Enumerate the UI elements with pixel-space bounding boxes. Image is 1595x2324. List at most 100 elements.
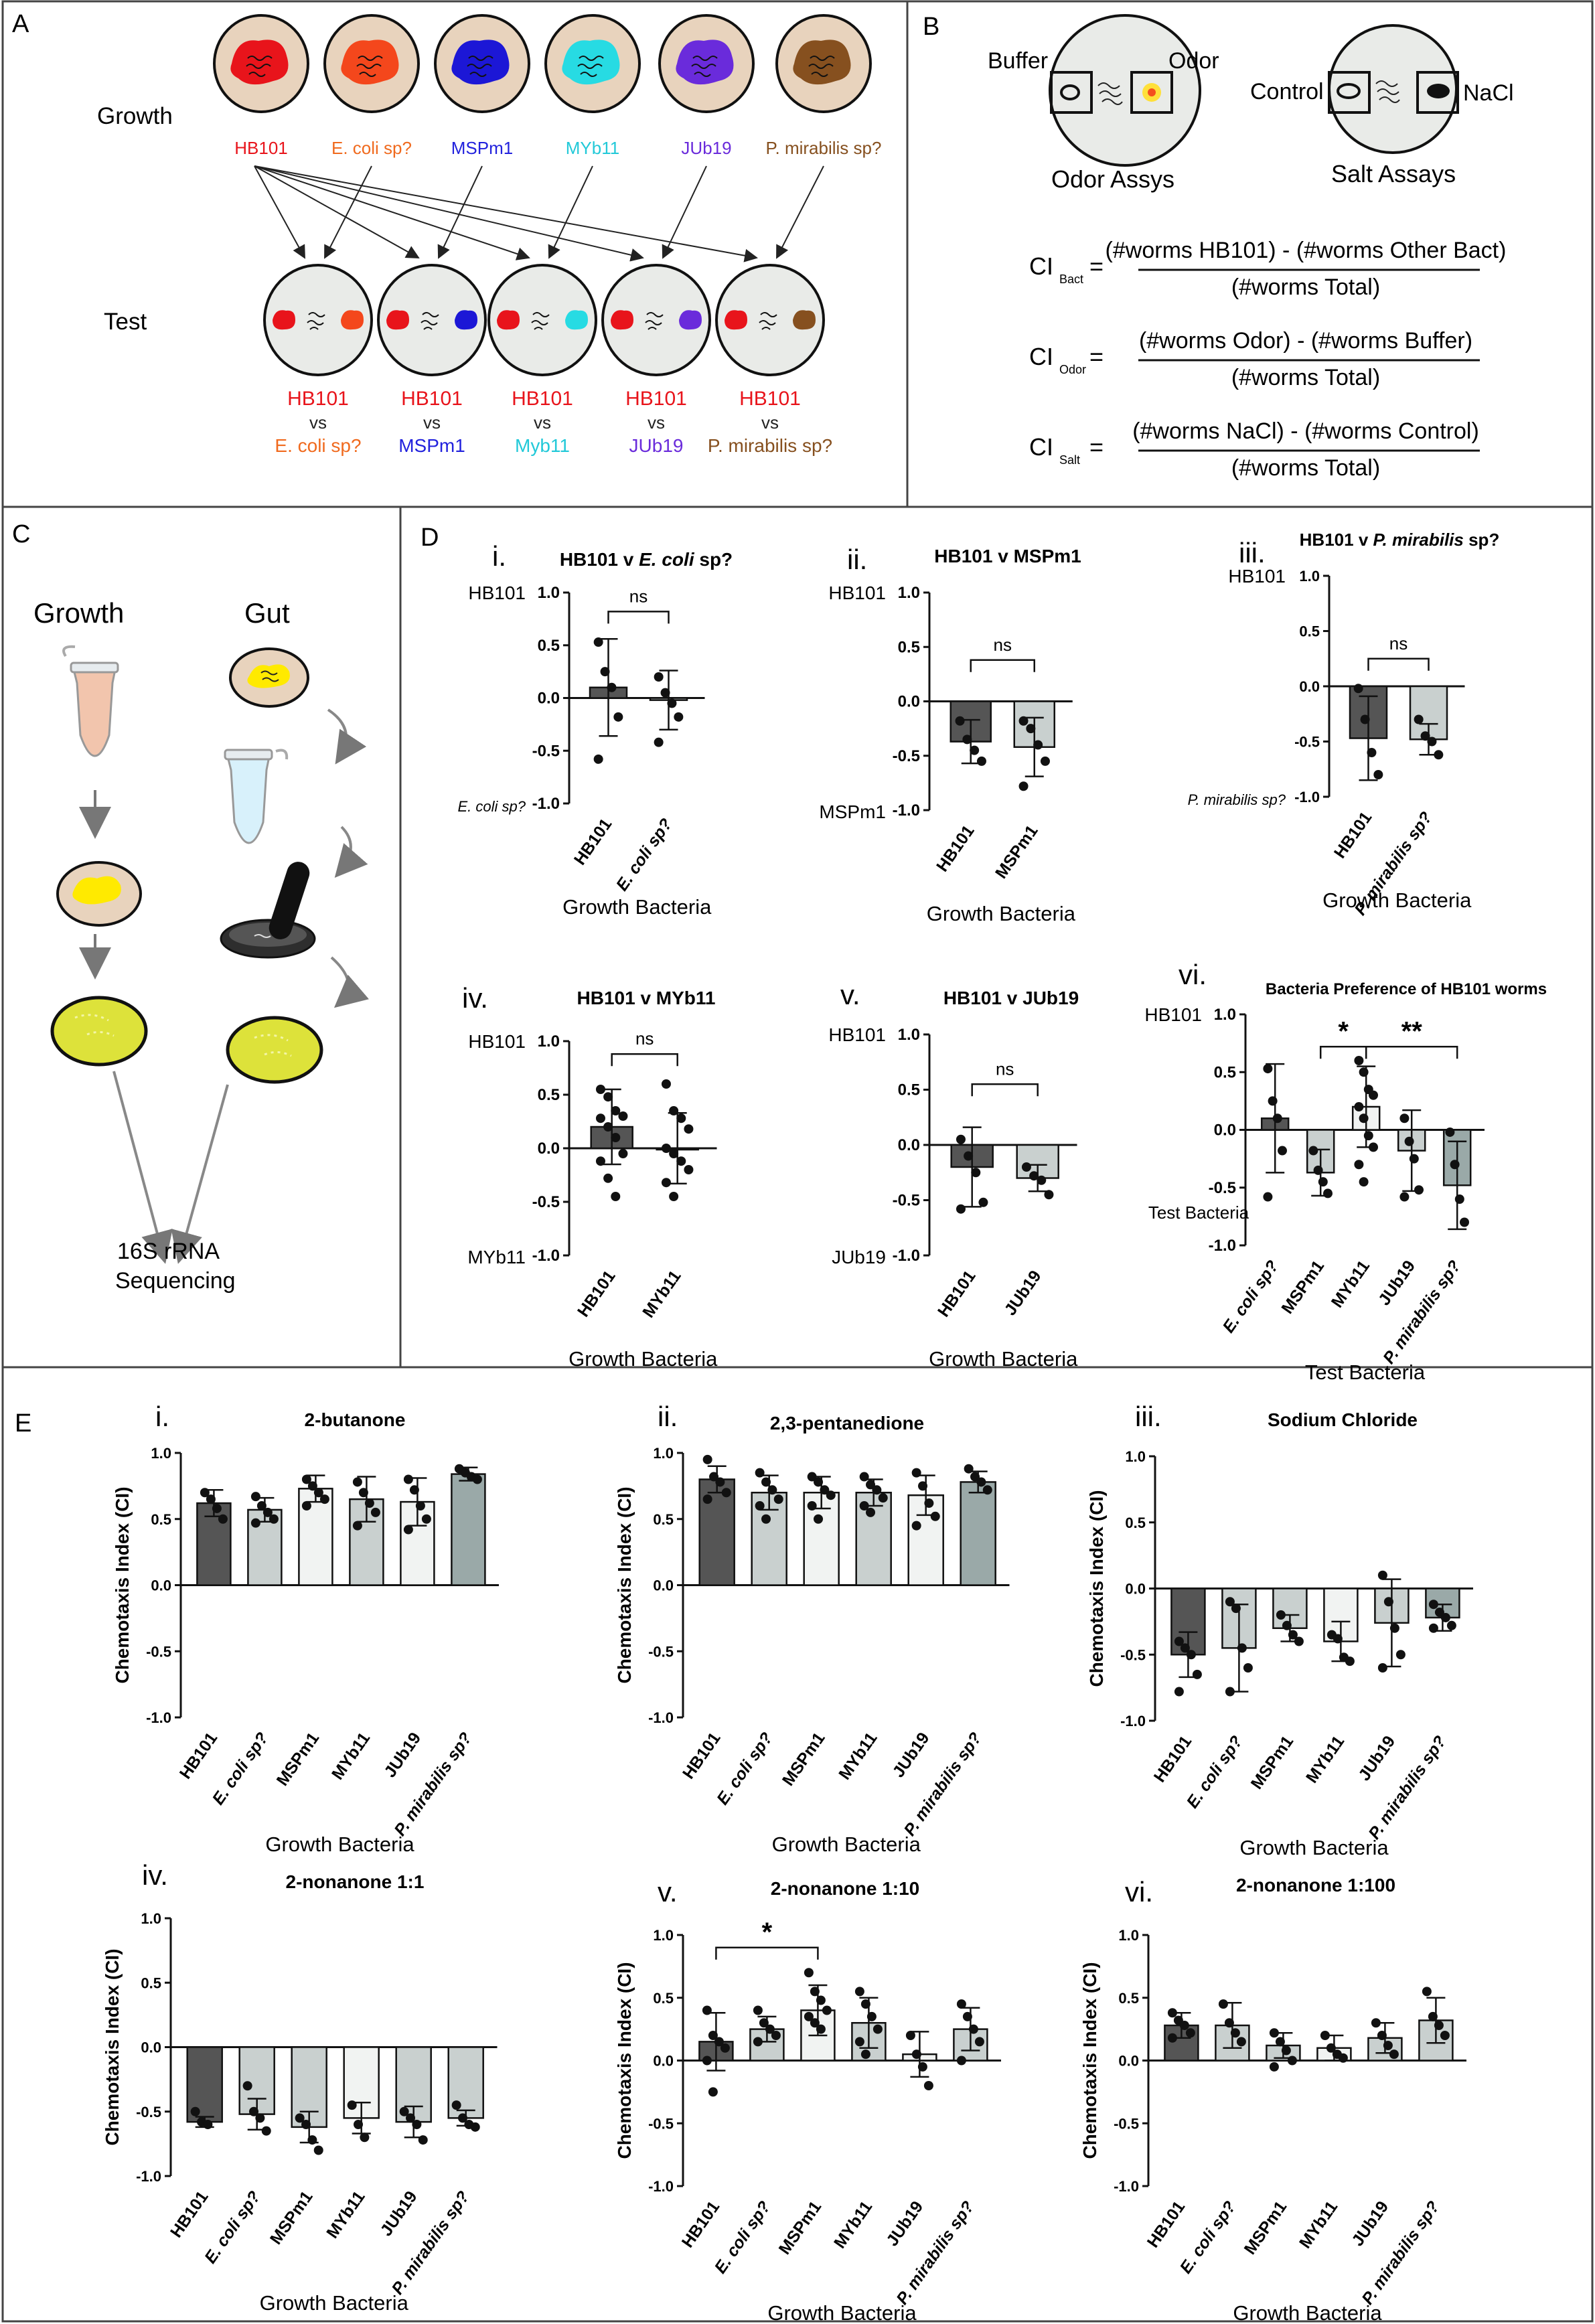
data-point — [721, 1488, 731, 1498]
y-tick-label: 1.0 — [1118, 1927, 1139, 1944]
y-tick-label: -1.0 — [1294, 789, 1320, 805]
data-point — [859, 1501, 869, 1510]
y-tick-label: -0.5 — [146, 1643, 171, 1660]
data-point — [753, 2005, 763, 2015]
x-tick-label: HB101 — [1331, 808, 1376, 862]
data-point — [930, 1511, 940, 1521]
test-bottom-label: MSPm1 — [398, 435, 465, 456]
data-point — [968, 2024, 978, 2034]
data-point — [1243, 1663, 1253, 1673]
data-point — [595, 1085, 605, 1094]
bacteria-lawn — [676, 40, 734, 85]
data-point — [1276, 1610, 1286, 1620]
arrow-icon — [254, 165, 305, 259]
data-point — [1308, 1146, 1318, 1156]
arrow-icon — [437, 165, 483, 259]
x-tick-label: HB101 — [933, 822, 978, 875]
data-point — [814, 1477, 824, 1487]
test-bottom-label: JUb19 — [629, 435, 684, 456]
y-tick-label: 0.0 — [151, 1577, 171, 1594]
data-point — [1434, 2021, 1444, 2030]
data-point — [911, 1521, 921, 1531]
data-point — [249, 2106, 259, 2116]
buffer-label: Buffer — [988, 48, 1048, 74]
y-tick-label: -1.0 — [1209, 1237, 1236, 1255]
data-point — [814, 1514, 824, 1524]
significance-label: * — [762, 1918, 773, 1947]
bar — [291, 2046, 327, 2128]
x-tick-label: MYb11 — [328, 1729, 374, 1783]
data-point — [1383, 2041, 1393, 2050]
data-point — [1275, 2037, 1285, 2047]
x-tick-label: HB101 — [571, 815, 616, 868]
data-point — [1192, 1669, 1202, 1679]
data-point — [307, 1481, 317, 1491]
data-point — [1318, 1177, 1328, 1187]
chart-d-ii: ii.HB101 v MSPm11.00.50.0-0.5-1.0HB101MS… — [819, 544, 1081, 925]
data-point — [654, 737, 664, 747]
data-point — [1040, 756, 1050, 766]
data-point — [1377, 2031, 1387, 2040]
y-tick-label: -1.0 — [532, 1247, 560, 1265]
data-point — [1294, 1636, 1304, 1646]
data-point — [256, 1501, 267, 1510]
chart-e-vi: vi.2-nonanone 1:1001.00.50.0-0.5-1.0Chem… — [1079, 1875, 1466, 2324]
plate-icon — [715, 264, 825, 376]
data-point — [412, 2120, 422, 2129]
data-point — [313, 2145, 323, 2155]
x-tick-label: MYb11 — [1296, 2197, 1341, 2252]
y-tick-label: 0.5 — [898, 638, 920, 656]
data-point — [470, 2122, 480, 2132]
data-point — [1018, 716, 1029, 726]
arrow-icon — [324, 165, 372, 259]
data-point — [1363, 1131, 1373, 1141]
data-point — [878, 1493, 888, 1503]
y-axis-label: Chemotaxis Index (CI) — [614, 1962, 635, 2159]
worms-icon — [808, 56, 835, 77]
test-row-label: Test — [104, 309, 147, 335]
chart-title-italic: P. mirabilis — [1373, 530, 1464, 550]
data-point — [1029, 1171, 1039, 1181]
y-tick-label: 0.5 — [1214, 1063, 1236, 1081]
data-point — [667, 698, 677, 708]
y-tick-label: -0.5 — [532, 742, 560, 760]
chart-area: i.HB101 v E. coli sp?1.00.50.0-0.5-1.0HB… — [102, 530, 1547, 2324]
x-tick-label: JUb19 — [1001, 1267, 1045, 1319]
data-point — [684, 1124, 694, 1134]
data-point — [593, 754, 603, 764]
chart-title-text: Bacteria Preference of HB101 worms — [1266, 980, 1547, 998]
data-point — [860, 2049, 870, 2060]
y-axis-bottom-label: E. coli sp? — [458, 798, 526, 815]
data-point — [1281, 2045, 1291, 2056]
x-tick-label: JUb19 — [380, 1729, 425, 1781]
growth-plate-2: MSPm1 — [434, 14, 530, 158]
data-point — [1230, 2028, 1240, 2038]
odor-assay-plate: Buffer Odor Odor Assys — [988, 14, 1219, 193]
data-point — [1288, 1630, 1298, 1640]
data-point — [1445, 1127, 1455, 1137]
data-point — [600, 667, 610, 677]
data-point — [370, 1507, 380, 1517]
y-tick-label: -1.0 — [532, 795, 560, 813]
chart-title: 2-butanone — [305, 1409, 406, 1430]
y-tick-label: -0.5 — [893, 747, 920, 765]
chart-title: 2,3-pentanedione — [770, 1413, 924, 1434]
chart-title: Bacteria Preference of HB101 worms — [1266, 980, 1547, 998]
x-tick-label: MSPm1 — [1247, 1732, 1298, 1792]
denominator: (#worms Total) — [1231, 365, 1380, 390]
data-point — [755, 1501, 765, 1510]
data-point — [1033, 740, 1043, 750]
chart-d-iii: iii.HB101 v P. mirabilis sp?1.00.50.0-0.… — [1188, 530, 1500, 919]
data-point — [595, 1156, 605, 1166]
y-tick-label: -1.0 — [1120, 1713, 1146, 1729]
data-point — [406, 2113, 416, 2123]
data-point — [1272, 1113, 1282, 1124]
y-axis-top-label: HB101 — [468, 1031, 526, 1052]
data-point — [618, 1149, 628, 1158]
worms-icon — [307, 312, 325, 330]
hb101-spot — [386, 310, 409, 330]
data-point — [261, 2126, 271, 2136]
data-point — [956, 2056, 966, 2066]
